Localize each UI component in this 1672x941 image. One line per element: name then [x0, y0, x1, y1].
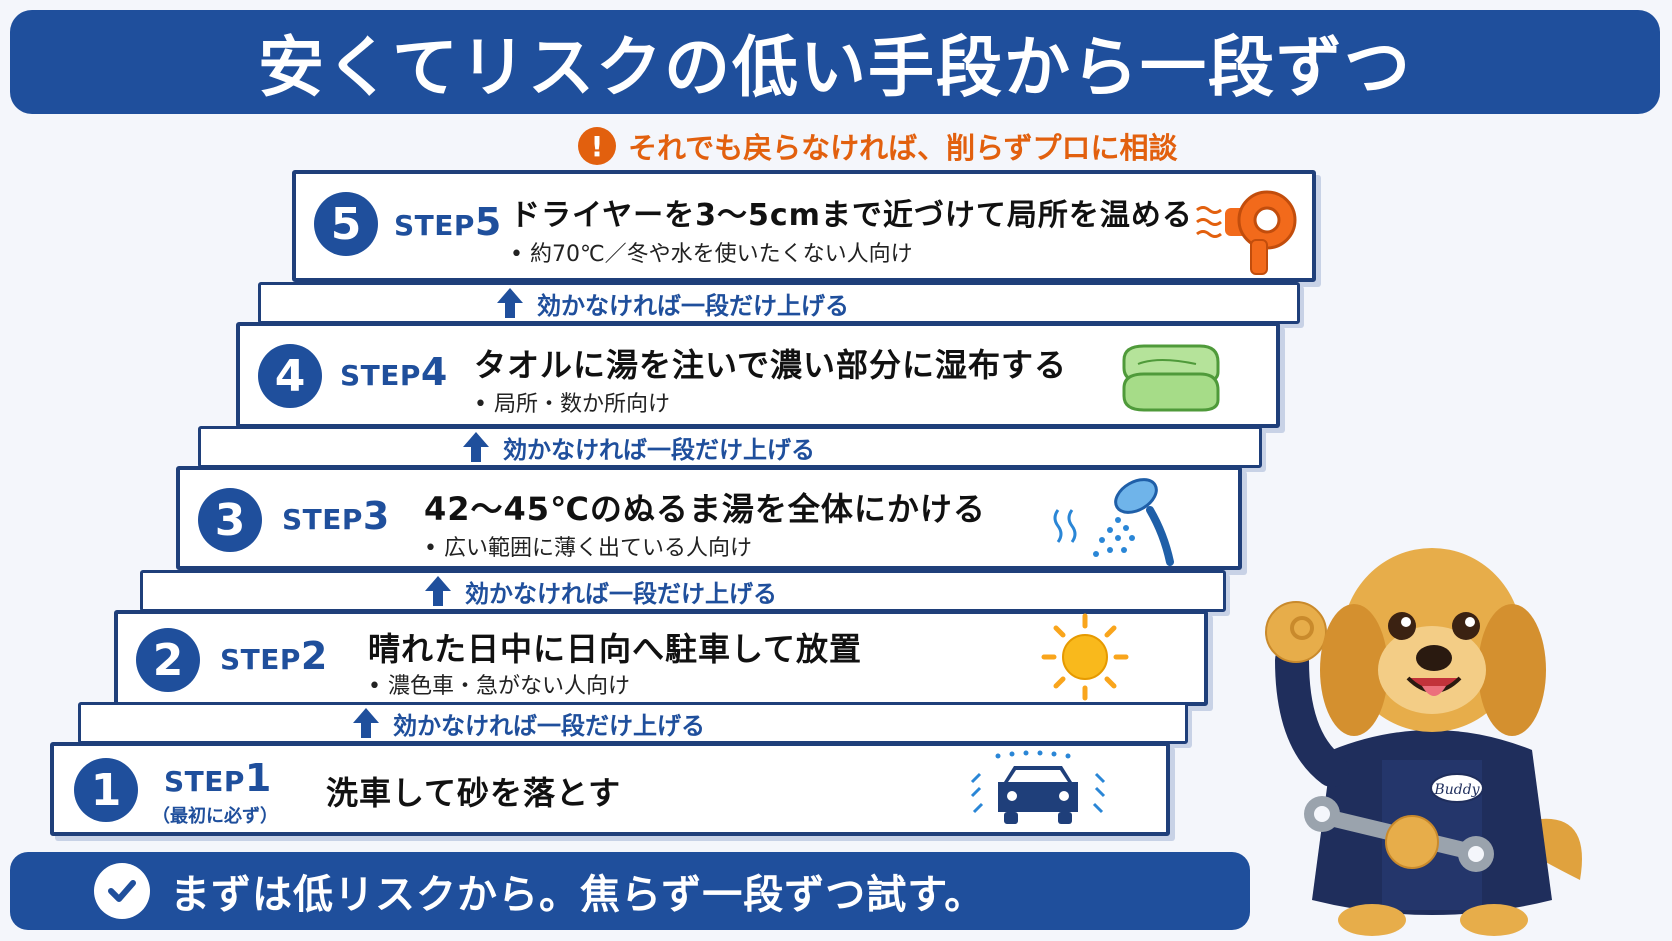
step-1-card: 1 STEP1 （最初に必ず） 洗車して砂を落とす — [50, 742, 1170, 836]
step-1-number: 1 — [74, 758, 138, 822]
step-5-title: ドライヤーを3～5cmまで近づけて局所を温める — [510, 198, 1193, 233]
step-3-title: 42～45℃のぬるま湯を全体にかける — [424, 490, 986, 528]
step-5-note: • 約70℃／冬や水を使いたくない人向け — [510, 242, 913, 267]
check-icon — [94, 863, 150, 919]
step-1-sub: （最初に必ず） — [152, 806, 278, 827]
connector-4-5: 効かなければ一段だけ上げる — [258, 282, 1300, 324]
step-2-label: STEP2 — [220, 634, 328, 678]
summary-text: まずは低リスクから。焦らず一段ずつ試す。 — [170, 872, 986, 918]
towel-icon — [1122, 344, 1220, 412]
step-4-title: タオルに湯を注いで濃い部分に湿布する — [474, 346, 1068, 384]
arrow-up-icon — [353, 708, 379, 738]
car-wash-icon — [970, 750, 1106, 824]
step-2-note: • 濃色車・急がない人向け — [368, 674, 630, 699]
step-3-note: • 広い範囲に薄く出ている人向け — [424, 536, 752, 561]
warning-note: ! それでも戻らなければ、削らずプロに相談 — [578, 124, 1178, 168]
connector-label: 効かなければ一段だけ上げる — [465, 579, 777, 608]
step-4-label: STEP4 — [340, 350, 448, 394]
step-5-label: STEP5 — [394, 200, 502, 244]
step-3-label: STEP3 — [282, 494, 390, 538]
hair-dryer-icon — [1196, 190, 1297, 275]
step-3-number: 3 — [198, 488, 262, 552]
connector-label: 効かなければ一段だけ上げる — [503, 435, 815, 464]
dog-mechanic-mascot: Buddy — [1265, 548, 1582, 936]
step-4-number: 4 — [258, 344, 322, 408]
arrow-up-icon — [425, 576, 451, 606]
badge-text: Buddy — [1433, 782, 1480, 798]
sun-icon — [1041, 613, 1129, 701]
step-2-number: 2 — [136, 628, 200, 692]
shower-icon — [1053, 478, 1174, 566]
connector-3-4: 効かなければ一段だけ上げる — [198, 426, 1262, 468]
exclamation-icon: ! — [578, 127, 616, 165]
connector-1-2: 効かなければ一段だけ上げる — [78, 702, 1188, 744]
step-2-title: 晴れた日中に日向へ駐車して放置 — [368, 630, 863, 668]
step-5-number: 5 — [314, 192, 378, 256]
step-1-title: 洗車して砂を落とす — [326, 774, 622, 812]
connector-label: 効かなければ一段だけ上げる — [537, 291, 849, 320]
step-2-card: 2 STEP2 晴れた日中に日向へ駐車して放置 • 濃色車・急がない人向け — [114, 610, 1208, 706]
step-4-note: • 局所・数か所向け — [474, 392, 670, 417]
arrow-up-icon — [463, 432, 489, 462]
step-5-card: 5 STEP5 ドライヤーを3～5cmまで近づけて局所を温める • 約70℃／冬… — [292, 170, 1316, 282]
step-1-label: STEP1 — [164, 756, 272, 800]
warning-text: それでも戻らなければ、削らずプロに相談 — [628, 131, 1178, 165]
connector-2-3: 効かなければ一段だけ上げる — [140, 570, 1226, 612]
page-title: 安くてリスクの低い手段から一段ずつ — [257, 29, 1413, 106]
summary-banner: まずは低リスクから。焦らず一段ずつ試す。 — [10, 852, 1250, 930]
title-banner: 安くてリスクの低い手段から一段ずつ — [10, 10, 1660, 114]
arrow-up-icon — [497, 288, 523, 318]
step-4-card: 4 STEP4 タオルに湯を注いで濃い部分に湿布する • 局所・数か所向け — [236, 322, 1280, 428]
connector-label: 効かなければ一段だけ上げる — [393, 711, 705, 740]
step-3-card: 3 STEP3 42～45℃のぬるま湯を全体にかける • 広い範囲に薄く出ている… — [176, 466, 1242, 570]
